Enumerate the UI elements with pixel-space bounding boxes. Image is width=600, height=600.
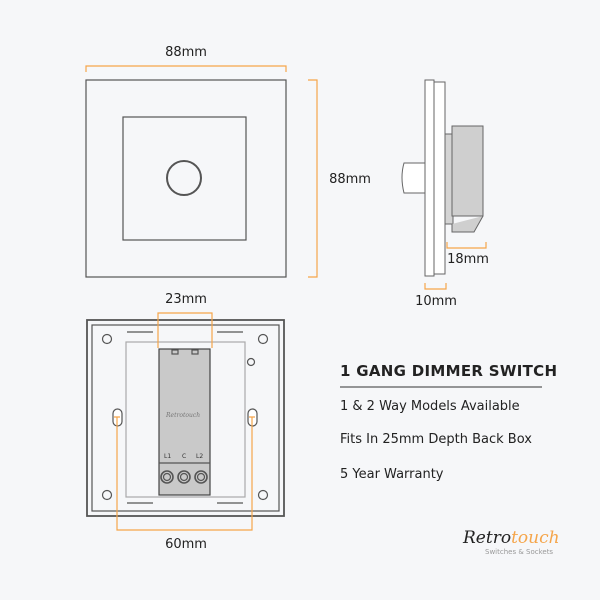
logo-tagline: Switches & Sockets (485, 548, 554, 556)
front-dimension-lines (85, 65, 318, 278)
module-width-line (157, 312, 213, 348)
fixing-hole (101, 489, 113, 501)
fixing-hole (257, 489, 269, 501)
side-module-body (451, 125, 484, 217)
height-dimension-line (308, 79, 318, 278)
terminal-screw (160, 470, 174, 484)
dimmer-knob (166, 160, 202, 196)
logo-text-touch: touch (511, 528, 560, 548)
side-knob (401, 162, 426, 194)
back-aperture (125, 341, 246, 498)
side-dimension-lines (424, 242, 487, 290)
product-title: 1 GANG DIMMER SWITCH (340, 362, 558, 380)
retrotouch-logo: Retrotouch Switches & Sockets (463, 528, 560, 556)
side-front-plate (424, 79, 435, 277)
depth-18-label: 18mm (447, 252, 489, 267)
terminal-screw (177, 470, 191, 484)
height-label: 88mm (329, 172, 371, 187)
back-dimension-lines (114, 312, 255, 531)
terminal-label-l1: L1 (164, 453, 172, 460)
terminal-label-l2: L2 (196, 453, 204, 460)
terminal-screw (194, 470, 208, 484)
back-frame (86, 319, 285, 517)
depth-10-line (424, 283, 447, 290)
side-back-plate (433, 81, 446, 275)
fixing-centres-line (116, 417, 253, 531)
back-frame-inner (91, 324, 280, 512)
fixing-hole (257, 333, 269, 345)
front-view (85, 79, 287, 278)
side-module-clip (451, 215, 484, 233)
feature-item: Fits In 25mm Depth Back Box (340, 432, 532, 447)
back-view (86, 319, 285, 517)
width-dimension-line (85, 65, 287, 72)
fixing-hole (101, 333, 113, 345)
side-view (401, 79, 484, 277)
front-plate (85, 79, 287, 278)
module-width-label: 23mm (165, 292, 207, 307)
front-inner-plate (122, 116, 247, 241)
module-brand: Retrotouch (166, 412, 201, 419)
width-label: 88mm (165, 45, 207, 60)
fixing-centres-label: 60mm (165, 537, 207, 552)
fixing-hole (246, 357, 256, 367)
feature-item: 1 & 2 Way Models Available (340, 399, 520, 414)
logo-text-retro: Retro (463, 528, 512, 548)
depth-18-line (446, 242, 487, 249)
feature-item: 5 Year Warranty (340, 467, 444, 482)
depth-10-label: 10mm (415, 294, 457, 309)
terminal-label-c: C (182, 453, 187, 460)
